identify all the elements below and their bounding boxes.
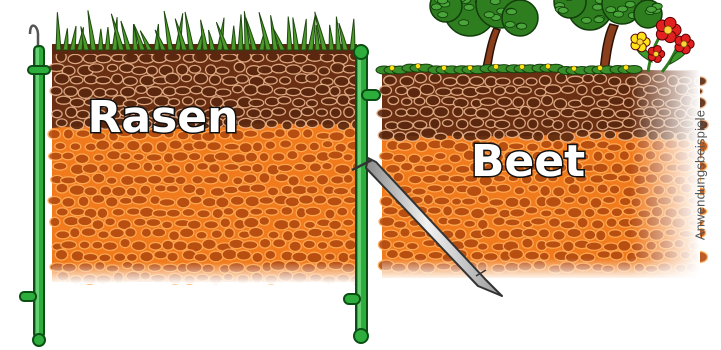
bedding-plants — [375, 63, 643, 76]
grass-blades-icon — [52, 10, 357, 54]
bed-soil-block — [375, 68, 709, 280]
lawn-soil-block — [47, 10, 367, 286]
lawn-label: Rasen — [88, 92, 239, 143]
flower-icon — [630, 16, 695, 73]
ground-anchor-spike-icon — [351, 157, 503, 297]
shrub-icon — [429, 0, 663, 73]
side-caption: Anwendungsbeispiele — [692, 109, 708, 241]
left-border-stake — [19, 24, 51, 347]
bed-label: Beet — [471, 136, 585, 187]
middle-border-stake — [343, 44, 381, 344]
